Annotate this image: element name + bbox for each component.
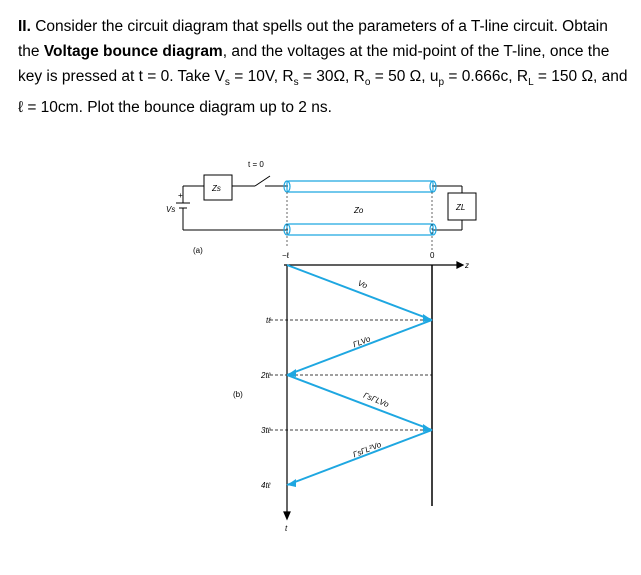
switch bbox=[254, 175, 271, 187]
time-label: 4tℓ bbox=[261, 481, 271, 490]
sub-L: L bbox=[528, 77, 534, 89]
wave-label: Vo bbox=[356, 279, 369, 291]
problem-statement: II. Consider the circuit diagram that sp… bbox=[18, 14, 630, 120]
sub-s1: s bbox=[224, 77, 230, 89]
problem-text-g: = 150 Ω, and ℓ = 10cm. Plot the bounce d… bbox=[18, 68, 628, 117]
problem-text-c: = 10V, R bbox=[229, 68, 294, 85]
time-label: tℓ bbox=[266, 316, 271, 325]
sub-s2: s bbox=[293, 77, 299, 89]
source-impedance-label: Zs bbox=[211, 184, 221, 193]
plus-sign: + bbox=[178, 191, 183, 200]
part-b-label: (b) bbox=[233, 390, 243, 399]
line-impedance-label: Zo bbox=[353, 206, 364, 215]
x-right-label: 0 bbox=[430, 251, 435, 260]
problem-text-f: = 0.666c, R bbox=[444, 68, 529, 85]
x-left-label: −ℓ bbox=[282, 251, 290, 260]
time-label: 3tℓ bbox=[261, 426, 271, 435]
wave-segment bbox=[286, 264, 433, 321]
source-impedance-box bbox=[203, 174, 233, 201]
transmission-line bbox=[283, 180, 437, 236]
z-axis-label: z bbox=[464, 261, 469, 270]
bounce-zigzag bbox=[286, 264, 433, 487]
switch-time-label: t = 0 bbox=[248, 160, 264, 169]
time-markers: tℓ 2tℓ 3tℓ 4tℓ bbox=[260, 316, 432, 490]
load-impedance-label: ZL bbox=[455, 203, 465, 212]
wave-segment bbox=[286, 374, 433, 431]
wave-segment bbox=[286, 319, 433, 376]
problem-text-d: = 30Ω, R bbox=[298, 68, 365, 85]
problem-text-b: , and the voltages at the mid-point of t… bbox=[18, 43, 610, 85]
bounce-axes bbox=[283, 261, 465, 521]
sub-o: o bbox=[364, 77, 371, 89]
wave-label: ΓsΓL²Vo bbox=[352, 440, 383, 460]
problem-bold-term: Voltage bounce diagram bbox=[43, 43, 223, 60]
wave-label: ΓsΓLVo bbox=[362, 391, 391, 410]
problem-text-a: Consider the circuit diagram that spells… bbox=[18, 18, 608, 60]
part-a-label: (a) bbox=[193, 246, 203, 255]
time-label: 2tℓ bbox=[260, 371, 271, 380]
sub-p: p bbox=[438, 77, 445, 89]
wave-segment bbox=[286, 429, 433, 486]
wave-arrowhead bbox=[287, 479, 296, 487]
circuit-schematic bbox=[176, 174, 477, 231]
problem-text-e: = 50 Ω, u bbox=[370, 68, 439, 85]
source-voltage-label: Vs bbox=[166, 205, 175, 214]
problem-number: II. bbox=[18, 18, 31, 35]
t-axis-label: t bbox=[285, 524, 288, 533]
